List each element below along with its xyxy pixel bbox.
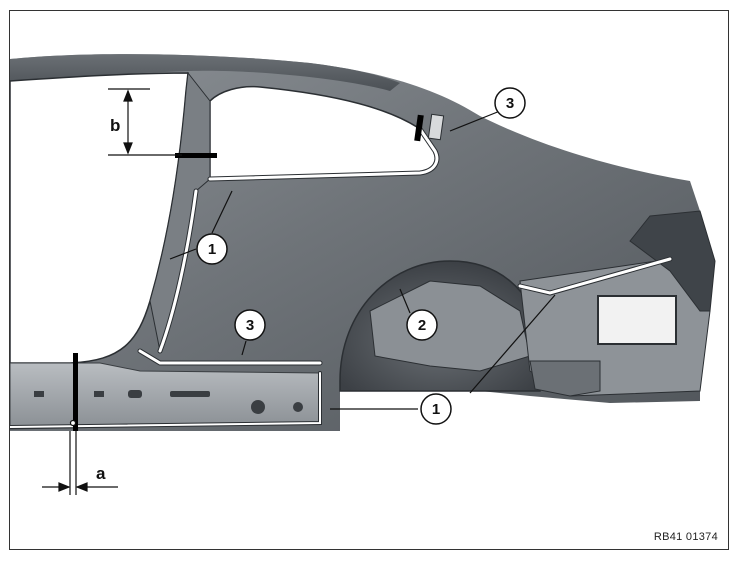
svg-text:1: 1 [208, 241, 216, 258]
car-body-diagram: b a 1 3 3 2 1 [10, 54, 716, 495]
rocker-sill [10, 362, 321, 430]
sill-holes [34, 390, 303, 414]
lower-tank [529, 360, 601, 397]
diagram-frame: b a 1 3 3 2 1 RB41 01374 [9, 10, 729, 550]
cut-marker-light [427, 113, 445, 141]
cut-markers [73, 114, 424, 431]
dimension-b-label: b [110, 116, 120, 135]
taillight-recess [629, 210, 716, 312]
svg-text:1: 1 [432, 401, 440, 418]
callout-1-upper: 1 [196, 233, 228, 265]
rear-vent-opening [597, 295, 677, 345]
callout-2: 2 [406, 309, 438, 341]
figure-code: RB41 01374 [653, 531, 718, 543]
dimension-a [42, 419, 118, 495]
svg-text:3: 3 [506, 95, 514, 112]
svg-text:3: 3 [246, 317, 254, 334]
cut-lines [10, 126, 673, 429]
roof-top [10, 54, 400, 91]
svg-text:2: 2 [418, 317, 426, 334]
callout-1-lower: 1 [420, 393, 452, 425]
dimension-b [108, 88, 182, 156]
callout-3-upper: 3 [494, 87, 526, 119]
leader-lines [169, 110, 556, 410]
dimension-a-label: a [96, 464, 106, 483]
callout-3-lower: 3 [234, 309, 266, 341]
